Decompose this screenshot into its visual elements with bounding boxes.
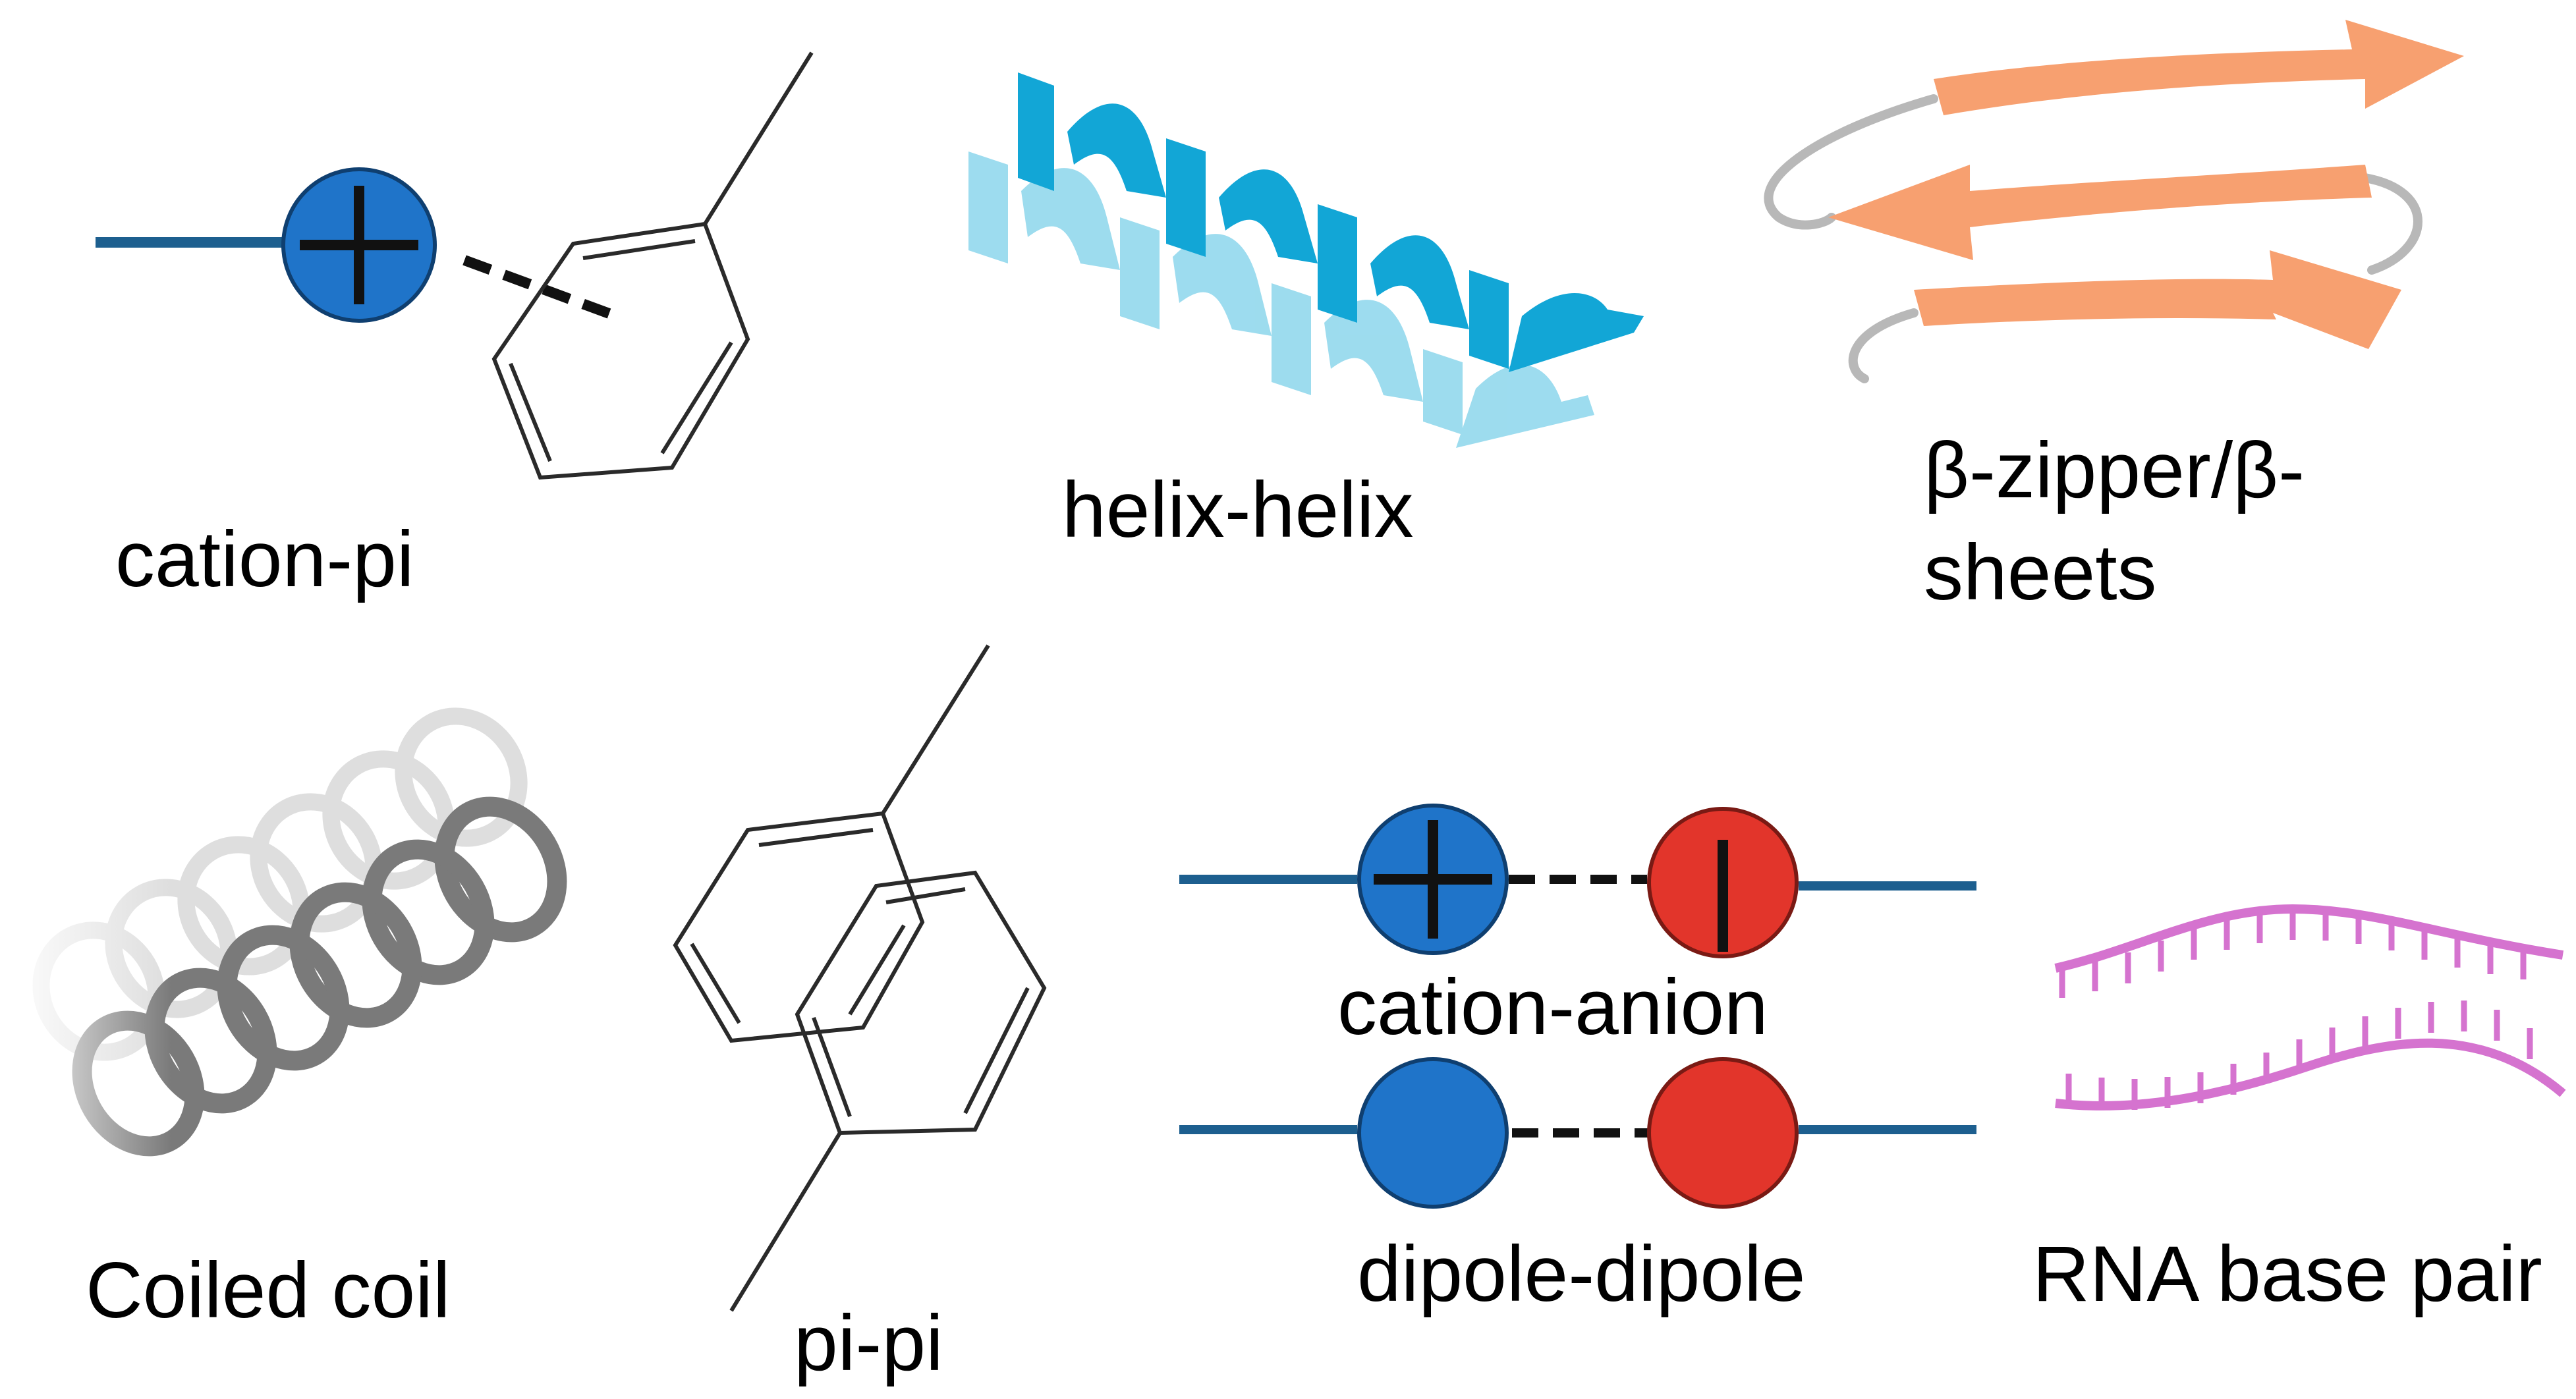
label-helix-helix: helix-helix bbox=[1062, 466, 1414, 554]
beta-sheets-panel: β-zipper/β- sheets bbox=[1764, 20, 2464, 617]
plus-sign-2 bbox=[1374, 820, 1492, 939]
cation-pi-panel: cation-pi bbox=[96, 51, 814, 603]
rna-base-pair-panel: RNA base pair bbox=[2032, 904, 2566, 1318]
helix-helix-panel: helix-helix bbox=[968, 72, 1644, 554]
benzene-ring bbox=[491, 51, 814, 480]
rna-backbone-top bbox=[2054, 904, 2564, 973]
label-cation-pi: cation-pi bbox=[115, 515, 414, 603]
label-cation-anion: cation-anion bbox=[1337, 963, 1768, 1051]
rna-bases-top bbox=[2059, 909, 2527, 998]
helix-back-light bbox=[968, 151, 1594, 448]
coiled-coil-panel: Coiled coil bbox=[0, 692, 567, 1334]
label-beta-line2: sheets bbox=[1924, 528, 2157, 617]
label-dipole-dipole: dipole-dipole bbox=[1357, 1230, 1806, 1318]
rna-backbone-bottom bbox=[2055, 1038, 2566, 1111]
label-pi-pi: pi-pi bbox=[794, 1299, 943, 1387]
stacked-rings bbox=[673, 644, 1047, 1312]
partial-positive-circle bbox=[1357, 1057, 1509, 1209]
beta-strand-middle bbox=[1828, 165, 2372, 260]
connecting-loops bbox=[1764, 94, 2422, 383]
pi-pi-panel: pi-pi bbox=[673, 644, 1047, 1387]
cation-anion-panel: cation-anion bbox=[1179, 804, 1976, 1051]
label-rna-base-pair: RNA base pair bbox=[2032, 1230, 2542, 1318]
rna-bases-bottom bbox=[2065, 1001, 2533, 1110]
label-coiled-coil: Coiled coil bbox=[86, 1246, 451, 1334]
interaction-dashes bbox=[462, 255, 615, 320]
partial-negative-circle bbox=[1647, 1057, 1799, 1209]
label-beta-line1: β-zipper/β- bbox=[1924, 426, 2305, 514]
helix-front-dark bbox=[1018, 72, 1644, 372]
dipole-dipole-panel: dipole-dipole bbox=[1179, 1057, 1976, 1318]
plus-sign bbox=[300, 186, 418, 304]
beta-strand-top bbox=[1934, 20, 2464, 115]
coil-fade-overlay bbox=[0, 692, 171, 1166]
beta-strand-bottom bbox=[1914, 250, 2401, 349]
